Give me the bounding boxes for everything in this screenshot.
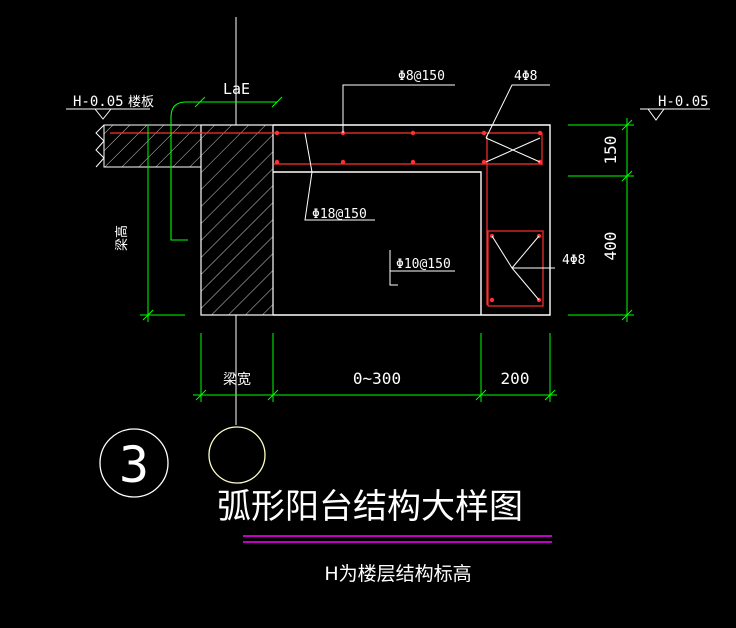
existing-beam (200, 124, 274, 316)
rebar-slab-label: Φ18@150 (312, 207, 367, 222)
dim-width-right: 200 (501, 369, 530, 388)
rebar-dots (274, 130, 543, 303)
rebar-dot (481, 130, 487, 136)
rebar-dot (537, 130, 543, 136)
leader-lines (235, 17, 555, 425)
detail-number: 3 (119, 436, 149, 494)
detail-circle (99, 428, 169, 498)
elevation-marker-right (640, 108, 710, 121)
rebar-beam-label: 4Φ8 (562, 253, 585, 268)
dim-width-mid: 0~300 (353, 369, 401, 388)
elevation-label-left: H-0.05 (73, 94, 124, 110)
rebar-top-label: Φ8@150 (398, 69, 445, 84)
rebar-stirrup-label: Φ10@150 (396, 257, 451, 272)
slab-label: 楼板 (128, 95, 154, 110)
break-line (95, 124, 105, 168)
rebar-dot (489, 297, 495, 303)
anchor-label: LaE (223, 80, 250, 98)
reference-circle (208, 426, 266, 484)
dimension-lines (140, 96, 634, 402)
rebar-corner-label: 4Φ8 (514, 69, 537, 84)
rebar-dot (410, 159, 416, 165)
balcony-outline (273, 124, 551, 316)
beam-width-label: 梁宽 (223, 371, 251, 388)
anchor-bar (170, 101, 200, 241)
elevation-label-right: H-0.05 (658, 94, 709, 110)
dim-height-top: 150 (601, 136, 620, 165)
drawing-title: 弧形阳台结构大样图 (217, 487, 523, 527)
elevation-marker-left (66, 108, 150, 120)
drawing-note: H为楼层结构标高 (324, 563, 471, 585)
rebar-dot (481, 159, 487, 165)
rebar-dot (274, 159, 280, 165)
existing-slab (95, 124, 202, 168)
rebar-dot (410, 130, 416, 136)
rebar-dot (274, 130, 280, 136)
beam-height-label: 梁高 (114, 225, 130, 251)
dim-height-bottom: 400 (601, 232, 620, 261)
rebar-dot (340, 159, 346, 165)
